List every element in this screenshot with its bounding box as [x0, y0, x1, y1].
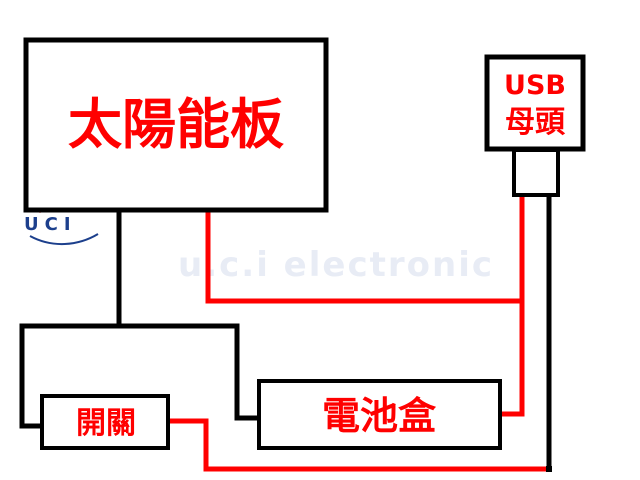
battery-box: 電池盒: [257, 379, 502, 450]
switch-box: [40, 394, 170, 450]
junction-dot: [546, 466, 552, 472]
usb-label-line1: USB: [504, 70, 566, 101]
solar-panel-label: 太陽能板: [68, 93, 284, 156]
battery-box-label: 電池盒: [322, 394, 437, 438]
black-wire-switch-battery: [19, 323, 263, 429]
solar-panel: 太陽能板: [23, 37, 329, 213]
positive-wires: [165, 193, 552, 472]
usb-female: USB 母頭: [484, 54, 586, 197]
svg-text:UCI: UCI: [24, 214, 77, 235]
usb-label-line2: 母頭: [505, 105, 566, 140]
watermark-text: u.c.i electronic: [178, 245, 494, 285]
switch-label: 開關: [76, 406, 136, 441]
negative-wires: [19, 193, 552, 472]
battery-box-rect: [257, 379, 502, 450]
red-wire-switch-bottom: [165, 418, 552, 472]
usb-plug: [512, 148, 560, 197]
switch: 開關: [40, 394, 170, 450]
red-wire-panel-to-usb: [205, 205, 525, 304]
solar-panel-box: [23, 37, 329, 213]
